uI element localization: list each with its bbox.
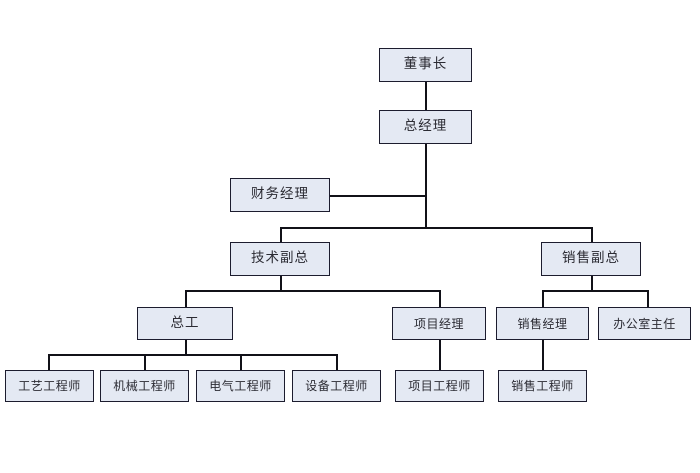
- connector-project-manager-to-engineer: [439, 340, 441, 370]
- node-general-manager[interactable]: 总经理: [379, 110, 472, 144]
- node-sales-vp[interactable]: 销售副总: [541, 242, 641, 276]
- node-tech-vp[interactable]: 技术副总: [230, 242, 330, 276]
- connector-bar-to-tech-vp: [280, 227, 282, 243]
- node-sales-manager[interactable]: 销售经理: [496, 307, 589, 340]
- connector-bar-to-sales-manager: [542, 290, 544, 307]
- node-finance-manager[interactable]: 财务经理: [230, 178, 330, 212]
- node-electrical-engineer[interactable]: 电气工程师: [196, 370, 285, 402]
- connector-bar-to-sales-vp: [591, 227, 593, 243]
- connector-sales-vp-bar: [542, 290, 648, 292]
- node-equipment-engineer[interactable]: 设备工程师: [292, 370, 381, 402]
- node-project-manager[interactable]: 项目经理: [392, 307, 486, 340]
- node-chief-engineer[interactable]: 总工: [137, 307, 233, 340]
- connector-sales-vp-drop: [591, 276, 593, 291]
- node-process-engineer[interactable]: 工艺工程师: [5, 370, 94, 402]
- connector-bar-to-mechanical-engineer: [144, 354, 146, 370]
- connector-bar-to-chief-engineer: [185, 290, 187, 307]
- connector-vp-bar: [280, 227, 593, 229]
- connector-sales-manager-to-engineer: [542, 340, 544, 370]
- connector-tech-vp-drop: [280, 276, 282, 291]
- connector-chief-engineer-drop: [185, 340, 187, 355]
- node-mechanical-engineer[interactable]: 机械工程师: [100, 370, 189, 402]
- connector-gm-trunk: [425, 144, 427, 228]
- connector-bar-to-process-engineer: [48, 354, 50, 370]
- node-sales-engineer[interactable]: 销售工程师: [498, 370, 587, 402]
- node-office-director[interactable]: 办公室主任: [598, 307, 691, 340]
- connector-engineers-bar: [48, 354, 338, 356]
- connector-chairman-to-gm: [425, 82, 427, 110]
- connector-tech-vp-bar: [185, 290, 440, 292]
- connector-bar-to-equipment-engineer: [336, 354, 338, 370]
- connector-bar-to-electrical-engineer: [240, 354, 242, 370]
- connector-gm-to-finance: [330, 195, 426, 197]
- connector-bar-to-project-manager: [439, 290, 441, 307]
- node-chairman[interactable]: 董事长: [379, 48, 472, 82]
- node-project-engineer[interactable]: 项目工程师: [395, 370, 484, 402]
- connector-bar-to-office-director: [647, 290, 649, 307]
